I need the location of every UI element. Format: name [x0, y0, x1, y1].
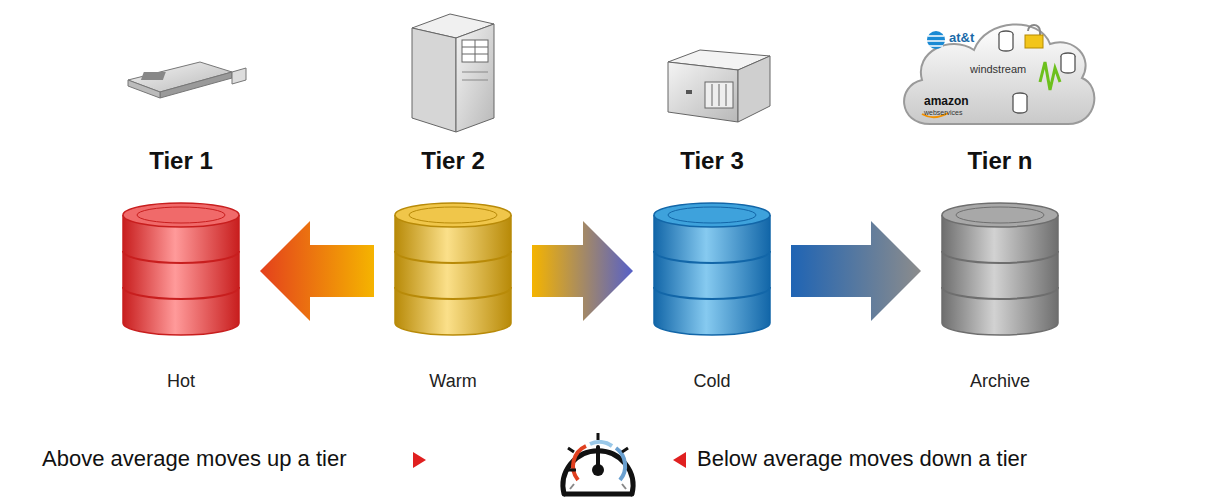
server-tower-icon [412, 14, 494, 132]
note-text: Above average moves up a tier [42, 447, 347, 471]
temperature-label: Archive [925, 371, 1075, 392]
block-arrow [532, 221, 633, 321]
tier-label: Tier 3 [637, 147, 787, 175]
block-arrow [791, 221, 921, 321]
logo-text: windstream [970, 63, 1026, 75]
flash-card-icon [128, 62, 246, 98]
tier-label: Tier 2 [378, 147, 528, 175]
temperature-label: Warm [378, 371, 528, 392]
cloud-icon [904, 24, 1094, 124]
logo-text: amazon [924, 95, 969, 108]
tier-label: Tier n [925, 147, 1075, 175]
block-arrow [260, 221, 374, 321]
tier-node: Tier 3 Cold [637, 145, 787, 397]
logo-text: at&t [949, 31, 974, 45]
storage-cylinder [393, 201, 513, 337]
gauge-icon [563, 433, 633, 494]
tier-node: Tier n Archive [925, 145, 1075, 397]
disk-enclosure-icon [668, 50, 770, 122]
temperature-label: Hot [106, 371, 256, 392]
right-triangle [413, 452, 426, 468]
logo-text: webservices [924, 109, 963, 117]
temperature-label: Cold [637, 371, 787, 392]
storage-cylinder [652, 201, 772, 337]
tier-node: Tier 2 Warm [378, 145, 528, 397]
tier-node: Tier 1 Hot [106, 145, 256, 397]
tier-label: Tier 1 [106, 147, 256, 175]
note-text: Below average moves down a tier [697, 447, 1027, 471]
storage-cylinder [121, 201, 241, 337]
left-triangle [673, 452, 686, 468]
storage-cylinder [940, 201, 1060, 337]
